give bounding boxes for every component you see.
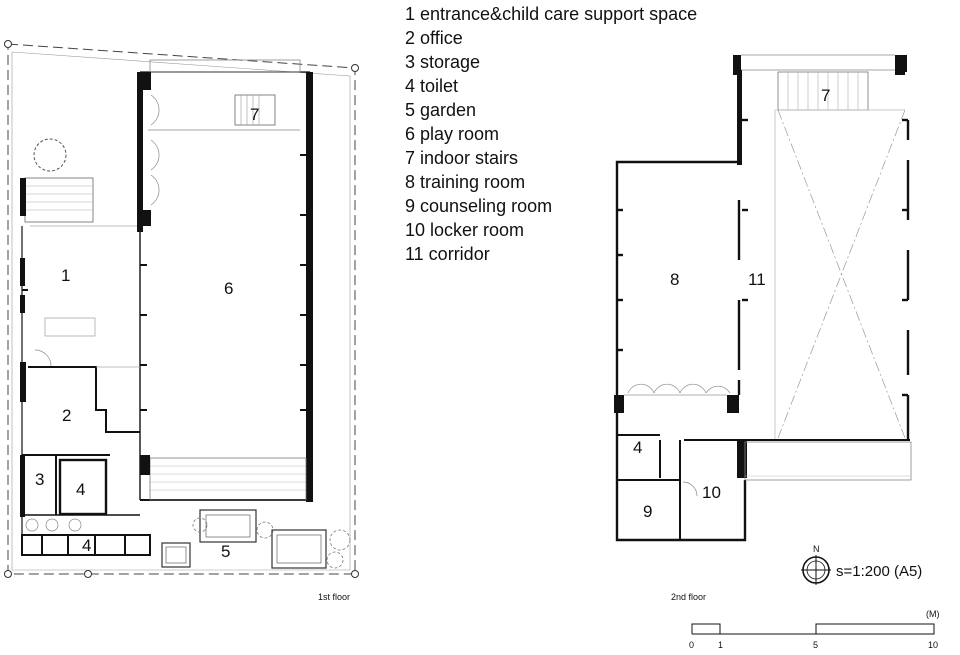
room-label: 4 xyxy=(82,536,91,555)
room-label: 4 xyxy=(633,438,642,457)
north-arrow-icon: N xyxy=(801,544,831,585)
room-label: 6 xyxy=(224,279,233,298)
room-legend: 1 entrance&child care support space 2 of… xyxy=(405,2,697,266)
scale-ratio: s=1:200 (A5) xyxy=(836,563,922,580)
legend-item: 6 play room xyxy=(405,124,500,144)
tree-icon xyxy=(33,138,67,172)
scale-tick: 5 xyxy=(813,640,818,650)
north-label: N xyxy=(813,544,820,554)
legend-item: 4 toilet xyxy=(405,76,459,96)
legend-item: 3 storage xyxy=(405,52,481,72)
room-label: 3 xyxy=(35,470,44,489)
scale-tick: 1 xyxy=(718,640,723,650)
room-label: 9 xyxy=(643,502,652,521)
legend-item: 2 office xyxy=(405,28,463,48)
room-label: 2 xyxy=(62,406,71,425)
room-label: 4 xyxy=(76,480,85,499)
legend-item: 5 garden xyxy=(405,100,477,120)
second-floor-plan: 7 8 11 4 9 10 2nd floor xyxy=(614,54,912,602)
room-label: 7 xyxy=(250,105,259,124)
legend-item: 11 corridor xyxy=(405,244,490,264)
room-label: 1 xyxy=(61,266,70,285)
scale-tick: 10 xyxy=(928,640,938,650)
legend-item: 8 training room xyxy=(405,172,526,192)
second-floor-label: 2nd floor xyxy=(671,592,706,602)
legend-item: 9 counseling room xyxy=(405,196,553,216)
scale-unit: (M) xyxy=(926,609,940,619)
scale-bar: 0 1 5 10 (M) xyxy=(689,609,940,650)
first-floor-label: 1st floor xyxy=(318,592,350,602)
scale-tick: 0 xyxy=(689,640,694,650)
legend-item: 10 locker room xyxy=(405,220,525,240)
room-label: 8 xyxy=(670,270,679,289)
room-label: 5 xyxy=(221,542,230,561)
room-label: 10 xyxy=(702,483,721,502)
legend-item: 1 entrance&child care support space xyxy=(405,4,698,24)
first-floor-plan: 1 2 3 4 4 5 6 7 1st floor xyxy=(4,40,359,602)
room-label: 7 xyxy=(821,86,830,105)
room-label: 11 xyxy=(748,270,766,289)
legend-item: 7 indoor stairs xyxy=(405,148,519,168)
